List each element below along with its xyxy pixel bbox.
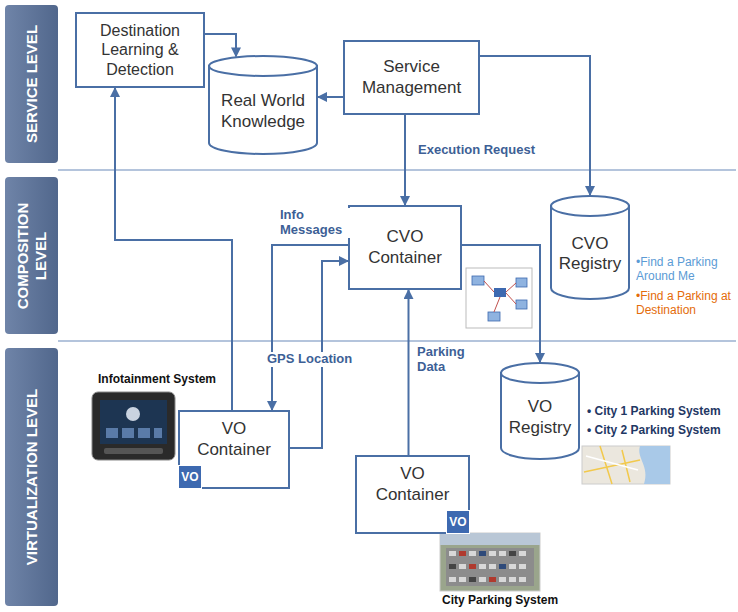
process-box: CVO Container	[348, 205, 462, 290]
map-picture	[582, 446, 670, 484]
level-title: COMPOSITION LEVEL	[14, 185, 50, 326]
arrow-connector	[404, 115, 406, 205]
cylinder-body	[501, 373, 579, 459]
badge-text: VO	[181, 471, 198, 483]
box-text: VO Container	[186, 419, 282, 460]
edge-label: Execution Request	[416, 143, 537, 158]
box-text: CVO Registry	[554, 234, 626, 275]
box-text: VO Container	[363, 464, 462, 505]
vo-badge: VO	[178, 465, 202, 489]
edge-label: GPS Location	[265, 352, 354, 367]
level-tab: SERVICE LEVEL	[5, 5, 58, 163]
box-text: CVO Container	[356, 227, 454, 268]
cylinder-top	[551, 196, 629, 216]
cylinder-top	[501, 363, 579, 383]
database-cylinder: VO Registry	[500, 362, 580, 460]
process-box: Service Management	[343, 40, 480, 115]
level-tab: VIRTUALIZATION LEVEL	[5, 348, 58, 606]
box-text: VO Registry	[504, 397, 576, 438]
level-separator	[58, 340, 736, 342]
process-box: Destination Learning & Detection	[75, 12, 205, 88]
box-text: Destination Learning & Detection	[83, 21, 197, 79]
edge-label: Info Messages	[278, 208, 352, 238]
process-box: VO VO Container	[355, 455, 470, 534]
level-separator	[58, 169, 736, 171]
database-cylinder: Real World Knowledge	[208, 55, 318, 155]
arrow-connector	[480, 56, 590, 195]
level-tab: COMPOSITION LEVEL	[5, 177, 58, 334]
infotainment-picture	[92, 392, 175, 460]
arrow-connector	[272, 245, 348, 410]
vo-badge: VO	[446, 510, 470, 534]
box-text: Service Management	[351, 57, 472, 98]
arrow-connector	[408, 290, 410, 455]
cylinder-top	[209, 56, 317, 76]
level-title: VIRTUALIZATION LEVEL	[23, 356, 41, 598]
workflow-picture	[466, 268, 532, 328]
annotation-text: City Parking System	[440, 594, 560, 608]
process-box: VO VO Container	[178, 410, 290, 489]
edge-label: Parking Data	[415, 345, 481, 375]
annotation-text: Infotainment System	[96, 373, 218, 387]
box-text: Real World Knowledge	[212, 91, 314, 132]
arrow-connector	[205, 34, 236, 56]
annotation-text: •Find a Parking at Destination	[634, 290, 736, 318]
parking-lot-picture	[440, 533, 540, 591]
cylinder-body	[551, 206, 629, 299]
arrow-connector	[318, 96, 343, 98]
badge-text: VO	[449, 516, 466, 528]
level-title: SERVICE LEVEL	[23, 13, 41, 155]
annotation-text: •Find a Parking Around Me	[634, 256, 736, 284]
database-cylinder: CVO Registry	[550, 195, 630, 300]
cylinder-body	[209, 66, 317, 154]
annotation-text: • City 2 Parking System	[585, 424, 723, 438]
annotation-text: • City 1 Parking System	[585, 405, 723, 419]
